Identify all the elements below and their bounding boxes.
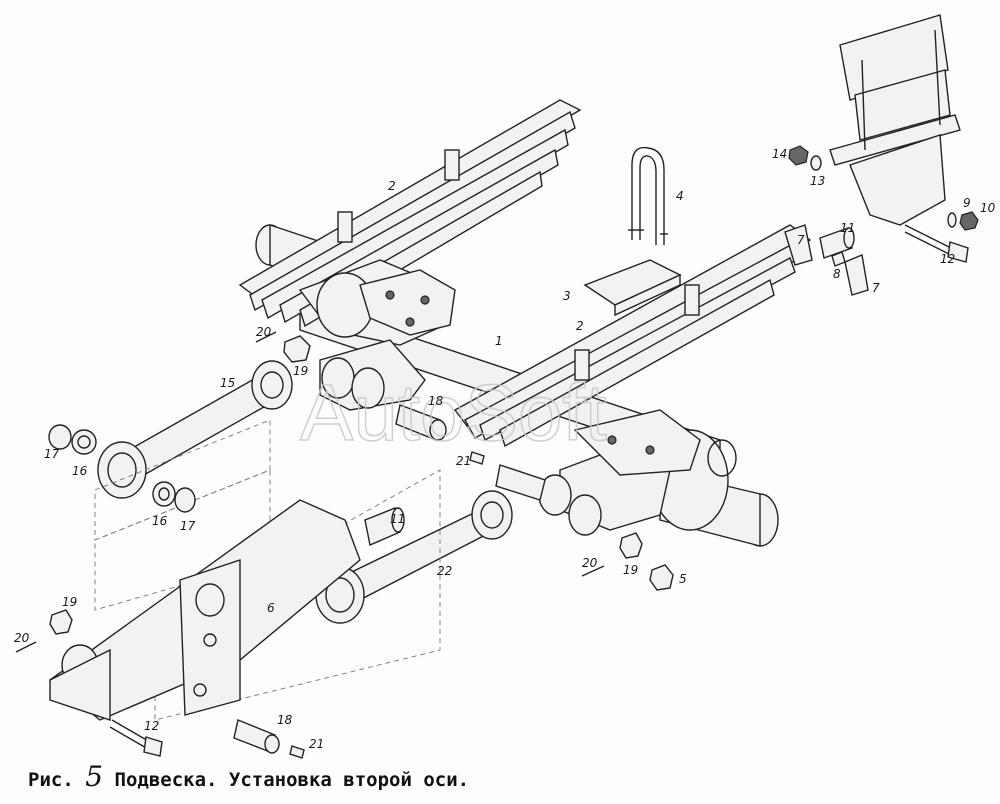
trunnion-bracket-right — [538, 409, 701, 536]
nut-10 — [959, 211, 979, 231]
caption-text: Подвеска. Установка второй оси. — [114, 769, 470, 791]
callout-3: 3 — [563, 289, 571, 303]
figure-caption: Рис. 5 Подвеска. Установка второй оси. — [28, 760, 469, 793]
callout-20-lower: 20 — [14, 631, 30, 645]
nut-19a — [283, 335, 311, 363]
callout-16-left: 16 — [72, 464, 88, 478]
washer-13 — [810, 155, 822, 171]
callout-19-right: 19 — [623, 563, 638, 577]
callout-11-upper: 11 — [840, 221, 855, 235]
callout-20-upper: 20 — [256, 325, 272, 339]
cotter-pin-20a — [255, 331, 277, 343]
callout-17-left: 17 — [44, 447, 60, 461]
nut-19c — [49, 609, 73, 635]
callout-1: 1 — [495, 334, 503, 348]
seal-16b — [152, 481, 176, 507]
nut-19b — [619, 532, 643, 559]
callout-5: 5 — [679, 572, 687, 586]
caption-prefix: Рис. — [28, 769, 74, 791]
callout-20-right: 20 — [582, 556, 598, 570]
watermark-text: AutoSoft — [300, 368, 607, 457]
ball-pin-right — [495, 464, 546, 501]
callout-22: 22 — [437, 564, 452, 578]
seal-16a — [71, 429, 97, 455]
ball-pin-18-upper — [395, 404, 447, 441]
trunnion-bracket-left — [298, 259, 456, 346]
callout-8: 8 — [833, 267, 841, 281]
u-bolt — [628, 146, 668, 245]
grease-fitting-21b — [289, 745, 305, 759]
leaf-spring-right — [453, 224, 813, 448]
caption-figure-number: 5 — [85, 760, 104, 793]
reaction-rod-bracket — [48, 499, 361, 721]
spring-seat — [583, 259, 682, 317]
cotter-pin-20c — [15, 641, 37, 653]
bushing-17b — [174, 487, 196, 513]
callout-21-lower: 21 — [309, 737, 324, 751]
bushing-17a — [48, 424, 72, 450]
ball-pin-18-lower — [233, 719, 280, 754]
reaction-rod-upper — [97, 360, 293, 499]
lock-8 — [831, 251, 846, 267]
callout-7-lower: 7 — [872, 281, 880, 295]
reaction-rod-lower — [315, 490, 513, 624]
washer-9 — [947, 212, 957, 228]
nut-5 — [649, 564, 674, 591]
callout-2-right: 2 — [576, 319, 584, 333]
pin-lower — [364, 507, 405, 546]
callout-6: 6 — [267, 601, 275, 615]
callout-10: 10 — [980, 201, 996, 215]
callout-21-upper: 21 — [456, 454, 471, 468]
callout-19-lower: 19 — [62, 595, 77, 609]
frame-bracket — [829, 14, 961, 226]
bolt-12-lower — [109, 719, 163, 757]
callout-17-right: 17 — [180, 519, 196, 533]
callout-16-right: 16 — [152, 514, 168, 528]
callout-11-lower: 11 — [390, 512, 405, 526]
callout-7-upper: 7 — [797, 233, 805, 247]
callout-2-left: 2 — [388, 179, 396, 193]
callout-18-upper: 18 — [428, 394, 444, 408]
callout-14: 14 — [772, 147, 787, 161]
callout-15: 15 — [220, 376, 235, 390]
callout-19-upper: 19 — [293, 364, 308, 378]
cotter-pin-20b — [581, 565, 605, 577]
callout-12-lower: 12 — [144, 719, 159, 733]
callout-13: 13 — [810, 174, 825, 188]
trunnion-lower-left — [319, 339, 426, 411]
callout-4: 4 — [676, 189, 684, 203]
pin-upper — [819, 227, 855, 259]
plate — [844, 254, 869, 296]
callout-9: 9 — [963, 196, 971, 210]
grease-fitting-21a — [469, 451, 485, 465]
bolt-12-upper — [904, 224, 969, 263]
callout-18-lower: 18 — [277, 713, 293, 727]
callout-12-upper: 12 — [940, 252, 955, 266]
nut-14 — [788, 145, 809, 166]
